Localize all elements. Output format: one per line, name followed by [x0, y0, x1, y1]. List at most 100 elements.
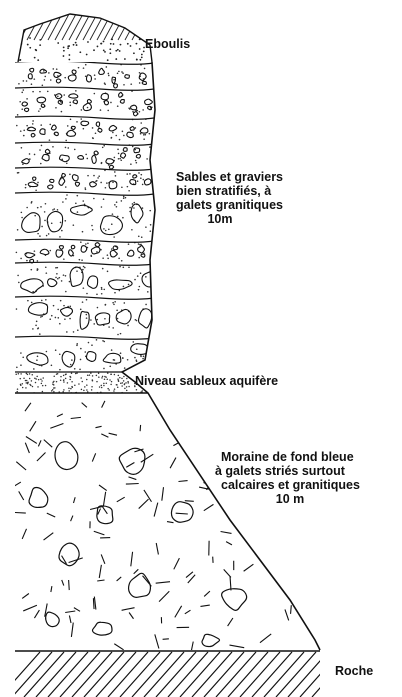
- gravel-sand-grain: [85, 154, 87, 156]
- gravel-sand-grain: [142, 109, 144, 111]
- label-moraine-line-1: Moraine de fond bleue: [221, 450, 401, 464]
- gravel-pebble: [127, 250, 133, 256]
- gravel-sand-grain: [125, 197, 127, 199]
- sand-grain: [105, 376, 107, 378]
- sand-grain: [92, 375, 94, 377]
- moraine-clay-stroke: [102, 401, 105, 408]
- gravel-pebble: [71, 245, 75, 248]
- gravel-sand-grain: [129, 207, 131, 209]
- bedrock-hatch-line: [144, 652, 184, 697]
- gravel-sand-grain: [132, 341, 134, 343]
- sand-grain: [81, 389, 83, 391]
- sand-grain: [118, 381, 120, 383]
- gravel-sand-grain: [120, 352, 122, 354]
- gravel-sand-grain: [87, 175, 89, 177]
- gravel-sand-grain: [55, 107, 57, 109]
- moraine-clay-stroke: [190, 642, 193, 656]
- sand-grain: [101, 377, 103, 379]
- gravel-sand-grain: [140, 133, 142, 135]
- gravel-pebble: [94, 151, 98, 155]
- gravel-sand-grain: [18, 83, 20, 85]
- gravel-sand-grain: [140, 356, 142, 358]
- gravel-sand-grain: [63, 274, 65, 276]
- gravel-sand-grain: [142, 184, 144, 186]
- scree-grain: [130, 45, 132, 47]
- gravel-sand-grain: [129, 173, 131, 175]
- gravel-sand-grain: [52, 146, 54, 148]
- gravel-sand-grain: [97, 177, 99, 179]
- sand-grain: [19, 378, 21, 380]
- moraine-clay-stroke: [94, 531, 105, 535]
- gravel-bed-boundary: [15, 296, 160, 299]
- gravel-sand-grain: [131, 229, 133, 231]
- gravel-sand-grain: [73, 224, 75, 226]
- moraine-clay-stroke: [62, 580, 64, 586]
- scree-grain: [124, 58, 126, 60]
- gravel-sand-grain: [86, 293, 88, 295]
- gravel-layer: [15, 61, 163, 370]
- gravel-pebble: [56, 79, 60, 83]
- gravel-sand-grain: [31, 202, 33, 204]
- sand-grain: [36, 376, 38, 378]
- gravel-sand-grain: [130, 163, 132, 165]
- gravel-pebble: [134, 148, 140, 153]
- gravel-sand-grain: [34, 250, 36, 252]
- bedrock-hatch-line: [96, 652, 136, 697]
- moraine-clay-stroke: [102, 507, 107, 514]
- label-moraine-thickness: 10 m: [215, 492, 365, 506]
- moraine-striated-pebble: [97, 506, 113, 524]
- gravel-sand-grain: [30, 269, 32, 271]
- gravel-sand-grain: [143, 179, 145, 181]
- gravel-sand-grain: [52, 68, 54, 70]
- gravel-sand-grain: [117, 216, 119, 218]
- bedrock-hatch-line: [288, 652, 328, 697]
- gravel-sand-grain: [150, 224, 152, 226]
- moraine-striated-pebble: [129, 573, 151, 597]
- gravel-sand-grain: [96, 339, 98, 341]
- gravel-sand-grain: [76, 343, 78, 345]
- gravel-pebble: [59, 178, 65, 186]
- scree-hatch-line: [118, 14, 132, 40]
- gravel-sand-grain: [102, 257, 104, 259]
- gravel-sand-grain: [39, 235, 41, 237]
- gravel-sand-grain: [26, 207, 28, 209]
- gravel-sand-grain: [85, 243, 87, 245]
- gravel-sand-grain: [63, 258, 65, 260]
- gravel-sand-grain: [114, 301, 116, 303]
- gravel-sand-grain: [86, 317, 88, 319]
- gravel-pebble: [86, 352, 95, 362]
- gravel-sand-grain: [16, 125, 18, 127]
- sand-grain: [111, 381, 113, 383]
- gravel-sand-grain: [115, 135, 117, 137]
- gravel-sand-grain: [136, 359, 138, 361]
- moraine-clay-stroke: [167, 411, 168, 419]
- gravel-sand-grain: [84, 187, 86, 189]
- bedrock-hatch-line: [192, 652, 232, 697]
- sand-grain: [31, 374, 33, 376]
- gravel-sand-grain: [26, 80, 28, 82]
- sand-grain: [63, 380, 64, 382]
- gravel-sand-grain: [106, 182, 108, 184]
- gravel-sand-grain: [84, 267, 86, 269]
- gravel-sand-grain: [105, 230, 107, 232]
- bedrock-hatch-line: [132, 652, 172, 697]
- moraine-layer: [11, 389, 320, 655]
- sand-grain: [117, 387, 119, 389]
- gravel-pebble: [22, 102, 28, 106]
- gravel-sand-grain: [91, 344, 93, 346]
- scree-grain: [76, 44, 78, 46]
- gravel-sand-grain: [23, 80, 25, 82]
- gravel-sand-grain: [91, 225, 93, 227]
- gravel-sand-grain: [96, 293, 98, 295]
- gravel-sand-grain: [114, 171, 116, 173]
- moraine-clay-stroke: [228, 618, 233, 626]
- gravel-sand-grain: [31, 83, 33, 85]
- sand-grain: [98, 373, 100, 375]
- gravel-sand-grain: [20, 364, 22, 366]
- scree-grain: [93, 49, 95, 51]
- gravel-sand-grain: [94, 74, 96, 76]
- moraine-clay-stroke: [260, 553, 271, 557]
- gravel-sand-grain: [53, 208, 55, 210]
- gravel-sand-grain: [86, 158, 88, 160]
- gravel-sand-grain: [53, 305, 55, 307]
